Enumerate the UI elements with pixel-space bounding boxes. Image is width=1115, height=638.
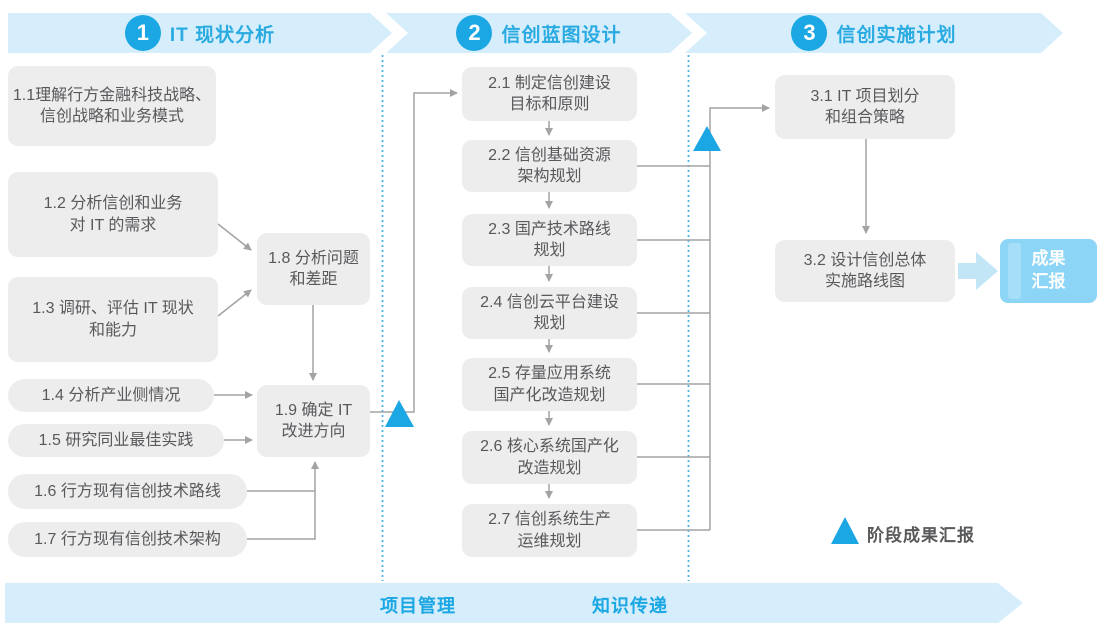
phase3-banner: 3 信创实施计划 <box>685 13 1063 53</box>
box-2-4: 2.4 信创云平台建设 规划 <box>462 287 637 339</box>
legend-triangle-icon <box>831 517 859 544</box>
result-report-box: 成果 汇报 <box>1000 239 1097 303</box>
box-1-5: 1.5 研究同业最佳实践 <box>8 424 224 457</box>
box-2-6: 2.6 核心系统国产化 改造规划 <box>462 431 637 484</box>
box-3-2: 3.2 设计信创总体 实施路线图 <box>775 240 955 302</box>
box-2-3: 2.3 国产技术路线 规划 <box>462 214 637 266</box>
phase1-title: IT 现状分析 <box>169 24 276 46</box>
box-1-2: 1.2 分析信创和业务 对 IT 的需求 <box>8 172 218 257</box>
phase3-number-badge: 3 <box>791 15 827 51</box>
phase1-number-badge: 1 <box>125 15 161 51</box>
box-2-7: 2.7 信创系统生产 运维规划 <box>462 504 637 557</box>
connector-1-3-to-1-8 <box>217 289 252 317</box>
box-1-4: 1.4 分析产业侧情况 <box>8 379 214 412</box>
box-1-3: 1.3 调研、评估 IT 现状 和能力 <box>8 277 218 362</box>
connector-1-7-to-1-9 <box>247 461 319 540</box>
bottom-label-project-management: 项目管理 <box>380 596 456 616</box>
box-2-2: 2.2 信创基础资源 架构规划 <box>462 140 637 192</box>
legend-label: 阶段成果汇报 <box>867 526 975 545</box>
box-2-1: 2.1 制定信创建设 目标和原则 <box>462 67 637 121</box>
connector-1-2-to-1-8 <box>217 223 252 251</box>
block-arrow-to-result-icon <box>958 252 998 290</box>
phase1-banner: 1 IT 现状分析 <box>8 13 392 53</box>
phase2-title: 信创蓝图设计 <box>501 24 622 46</box>
bottom-banner <box>5 583 1023 623</box>
phase2-number-badge: 2 <box>456 15 492 51</box>
bottom-label-knowledge-transfer: 知识传递 <box>592 596 668 616</box>
box-1-8: 1.8 分析问题 和差距 <box>257 233 370 305</box>
box-1-9: 1.9 确定 IT 改进方向 <box>257 385 370 457</box>
collector-to-3-1 <box>709 104 770 530</box>
phase1-milestone-triangle-icon <box>385 400 414 427</box>
box-1-6: 1.6 行方现有信创技术路线 <box>8 474 247 509</box>
box-1-7: 1.7 行方现有信创技术架构 <box>8 522 247 557</box>
connector-1-9-to-2-1 <box>370 89 458 413</box>
phase2-milestone-triangle-icon <box>693 126 721 151</box>
box-3-1: 3.1 IT 项目划分 和组合策略 <box>775 75 955 139</box>
box-2-5: 2.5 存量应用系统 国产化改造规划 <box>462 358 637 411</box>
phase2-banner: 2 信创蓝图设计 <box>386 13 692 53</box>
box-1-1: 1.1理解行方金融科技战略、 信创战略和业务模式 <box>8 66 216 146</box>
phase3-title: 信创实施计划 <box>836 24 957 46</box>
